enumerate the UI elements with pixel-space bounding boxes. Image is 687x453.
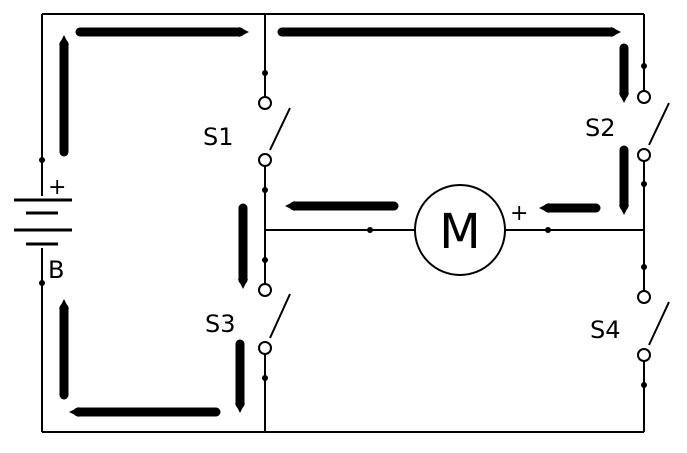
terminal-dot — [641, 382, 647, 388]
switch-s4-label: S4 — [590, 316, 621, 344]
switch-s1 — [258, 96, 291, 167]
battery-plus-label: + — [48, 175, 66, 200]
switch-s4 — [637, 290, 670, 362]
terminal-dot — [262, 70, 268, 76]
wiring — [41, 13, 645, 433]
switch-s1-contact-bottom — [258, 153, 272, 167]
terminal-dot — [641, 264, 647, 270]
switch-s3-blade — [269, 293, 291, 339]
switch-s1-contact-top — [258, 96, 272, 110]
switch-s4-contact-bottom — [637, 348, 651, 362]
motor-plus-label: + — [510, 201, 528, 226]
switch-s2 — [637, 90, 670, 162]
terminal-dot — [262, 187, 268, 193]
terminal-dot — [545, 227, 551, 233]
terminal-dot — [641, 181, 647, 187]
switch-s2-contact-top — [637, 90, 651, 104]
switch-s3-label: S3 — [205, 310, 236, 338]
battery-label: B — [48, 256, 64, 284]
terminal-dot — [39, 280, 45, 286]
motor-circle — [414, 184, 506, 276]
switch-s3-contact-bottom — [258, 341, 272, 355]
battery — [14, 198, 72, 246]
switch-s2-label: S2 — [585, 114, 616, 142]
switch-s3-contact-top — [258, 283, 272, 297]
switch-s4-blade — [648, 301, 670, 346]
terminal-dot — [641, 63, 647, 69]
motor: M — [414, 184, 506, 276]
terminal-dots — [39, 63, 647, 388]
terminal-dot — [367, 227, 373, 233]
terminal-dot — [262, 257, 268, 263]
switch-s1-label: S1 — [203, 123, 234, 151]
switch-s2-contact-bottom — [637, 148, 651, 162]
terminal-dot — [262, 375, 268, 381]
motor-label: M — [439, 204, 480, 260]
terminal-dot — [39, 157, 45, 163]
labels: S1 S2 S3 S4 + B + — [48, 114, 621, 344]
switch-s3 — [258, 283, 291, 355]
switch-s1-blade — [269, 107, 291, 151]
current-arrows — [59, 27, 629, 417]
switch-s4-contact-top — [637, 290, 651, 304]
switch-s2-blade — [648, 102, 670, 146]
